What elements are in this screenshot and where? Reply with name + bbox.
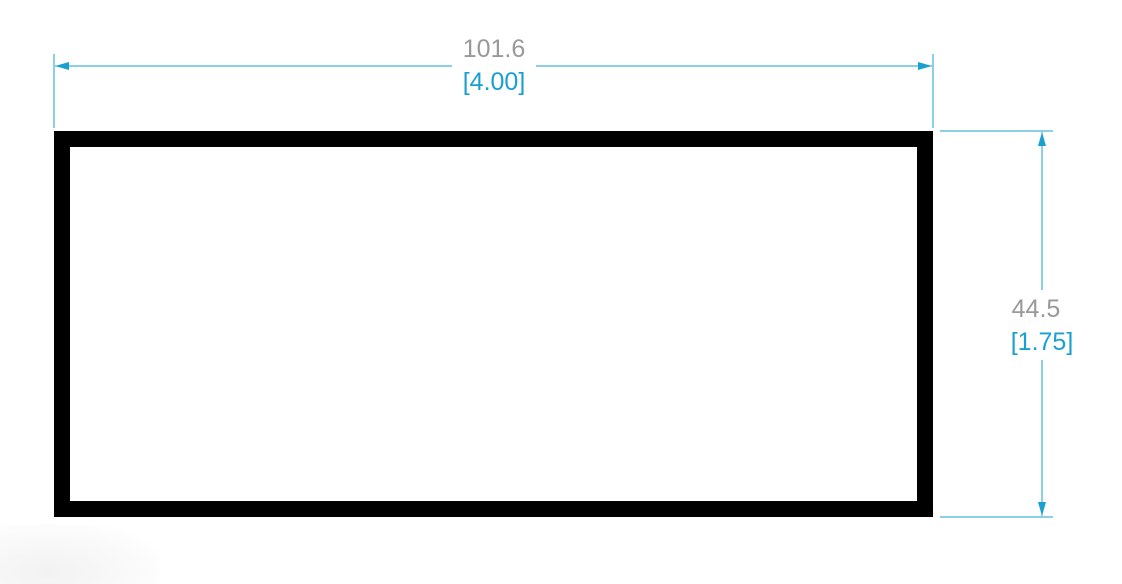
height-imperial-label: [1.75] bbox=[1011, 328, 1074, 356]
tube-profile bbox=[54, 131, 933, 517]
height-dimension: 44.5 [1.75] bbox=[940, 130, 1074, 518]
width-imperial-label: [4.00] bbox=[463, 68, 526, 96]
width-dimension: 101.6 [4.00] bbox=[53, 35, 934, 128]
corner-shadow bbox=[0, 524, 160, 584]
height-metric-label: 44.5 bbox=[1012, 295, 1061, 323]
profile-outer-wall bbox=[54, 131, 933, 517]
width-metric-label: 101.6 bbox=[463, 35, 526, 63]
